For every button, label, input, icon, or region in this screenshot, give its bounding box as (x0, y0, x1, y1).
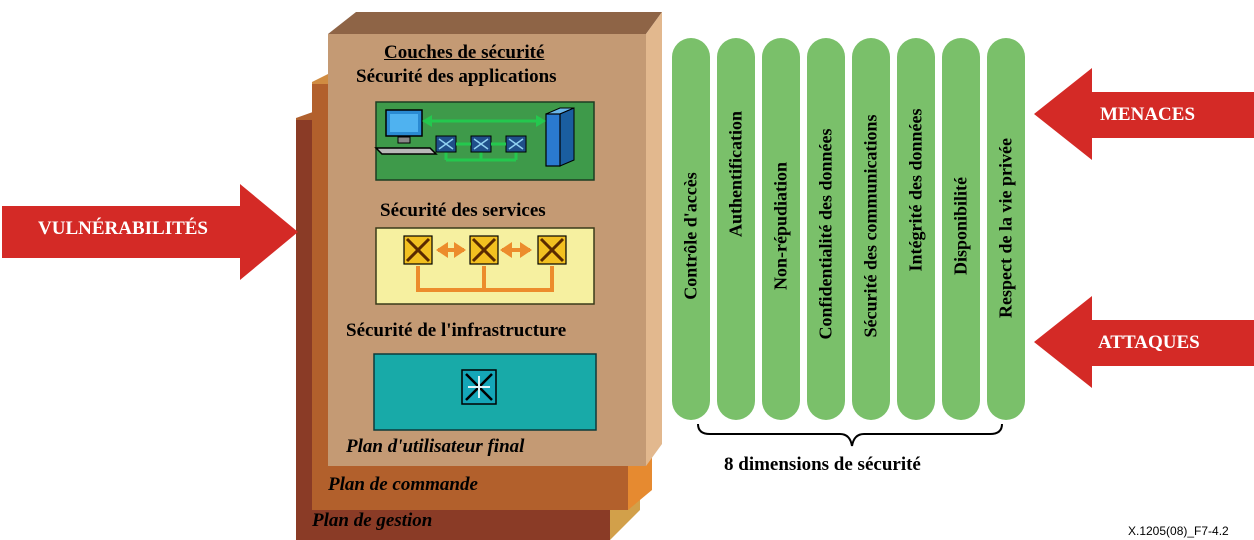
dimension-label-availability: Disponibilité (950, 176, 971, 276)
router-icon (461, 369, 497, 405)
services-security-label: Sécurité des services (380, 200, 546, 221)
dimensions-caption: 8 dimensions de sécurité (724, 454, 921, 475)
applications-security-box (374, 101, 595, 181)
server-icon (545, 107, 575, 167)
figure-reference: X.1205(08)_F7-4.2 (1128, 524, 1229, 538)
service-node-icons (403, 235, 567, 265)
dimension-label-access-control: Contrôle d'accès (680, 172, 701, 300)
attacks-arrow (1034, 296, 1254, 388)
network-node-icons (435, 135, 527, 153)
security-layers-heading: Couches de sécurité (384, 42, 545, 63)
attacks-label: ATTAQUES (1098, 332, 1200, 353)
services-security-box (375, 227, 595, 305)
threats-label: MENACES (1100, 104, 1196, 125)
end-user-plane-label: Plan d'utilisateur final (346, 436, 525, 457)
dimension-label-data-confidentiality: Confidentialité des données (815, 128, 836, 340)
services-link-arrow (416, 242, 554, 292)
dimension-label-communication-security: Sécurité des communications (860, 114, 881, 338)
infrastructure-security-box (373, 353, 597, 431)
infrastructure-security-label: Sécurité de l'infrastructure (346, 320, 567, 341)
dimension-label-privacy: Respect de la vie privée (995, 138, 1016, 318)
threats-arrow (1034, 68, 1254, 160)
vulnerabilities-label: VULNÉRABILITÉS (38, 218, 208, 239)
computer-icon (374, 109, 438, 155)
dimension-label-non-repudiation: Non-répudiation (770, 161, 791, 291)
dimension-pills (672, 38, 1025, 420)
dimension-label-data-integrity: Intégrité des données (905, 108, 926, 272)
management-plane-label: Plan de gestion (312, 510, 433, 531)
dimension-label-authentication: Authentification (725, 111, 746, 237)
vulnerabilities-arrow (2, 184, 298, 280)
applications-security-label: Sécurité des applications (356, 66, 557, 87)
dimensions-brace (697, 423, 1003, 447)
control-plane-label: Plan de commande (328, 474, 478, 495)
